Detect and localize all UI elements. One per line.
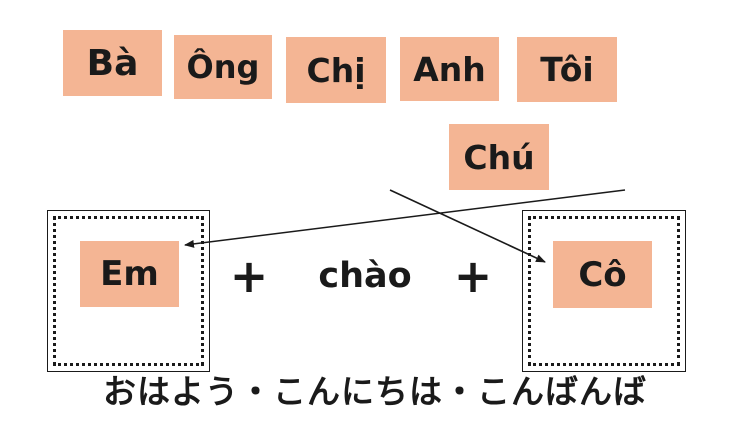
tile-ong-label: Ông [186,48,260,86]
tile-chi-label: Chị [306,50,366,90]
tile-object-label: Cô [578,254,627,295]
japanese-caption: おはよう・こんにちは・こんばんば [103,372,647,411]
tile-toi-label: Tôi [540,50,594,89]
arrow-to-object [389,189,546,263]
tile-toi: Tôi [517,37,617,102]
plus-sign-1: + [229,249,269,303]
tile-ong: Ông [174,35,272,99]
subject-frame [47,210,210,372]
tile-object-co: Cô [553,241,652,308]
subject-frame-dots [53,216,204,366]
tile-ba: Bà [63,30,162,96]
tile-chu: Chú [449,124,549,190]
tile-ba-label: Bà [86,42,139,84]
tile-subject-em: Em [80,241,179,307]
plus-sign-2: + [453,249,493,303]
tile-chu-label: Chú [463,137,535,177]
tile-anh: Anh [400,37,499,101]
tile-subject-label: Em [100,254,159,294]
arrow-to-subject [184,189,626,248]
object-frame [522,210,686,372]
tile-anh-label: Anh [413,49,486,89]
verb-chao: chào [318,256,412,296]
object-frame-dots [528,216,680,366]
tile-chi: Chị [286,37,386,103]
